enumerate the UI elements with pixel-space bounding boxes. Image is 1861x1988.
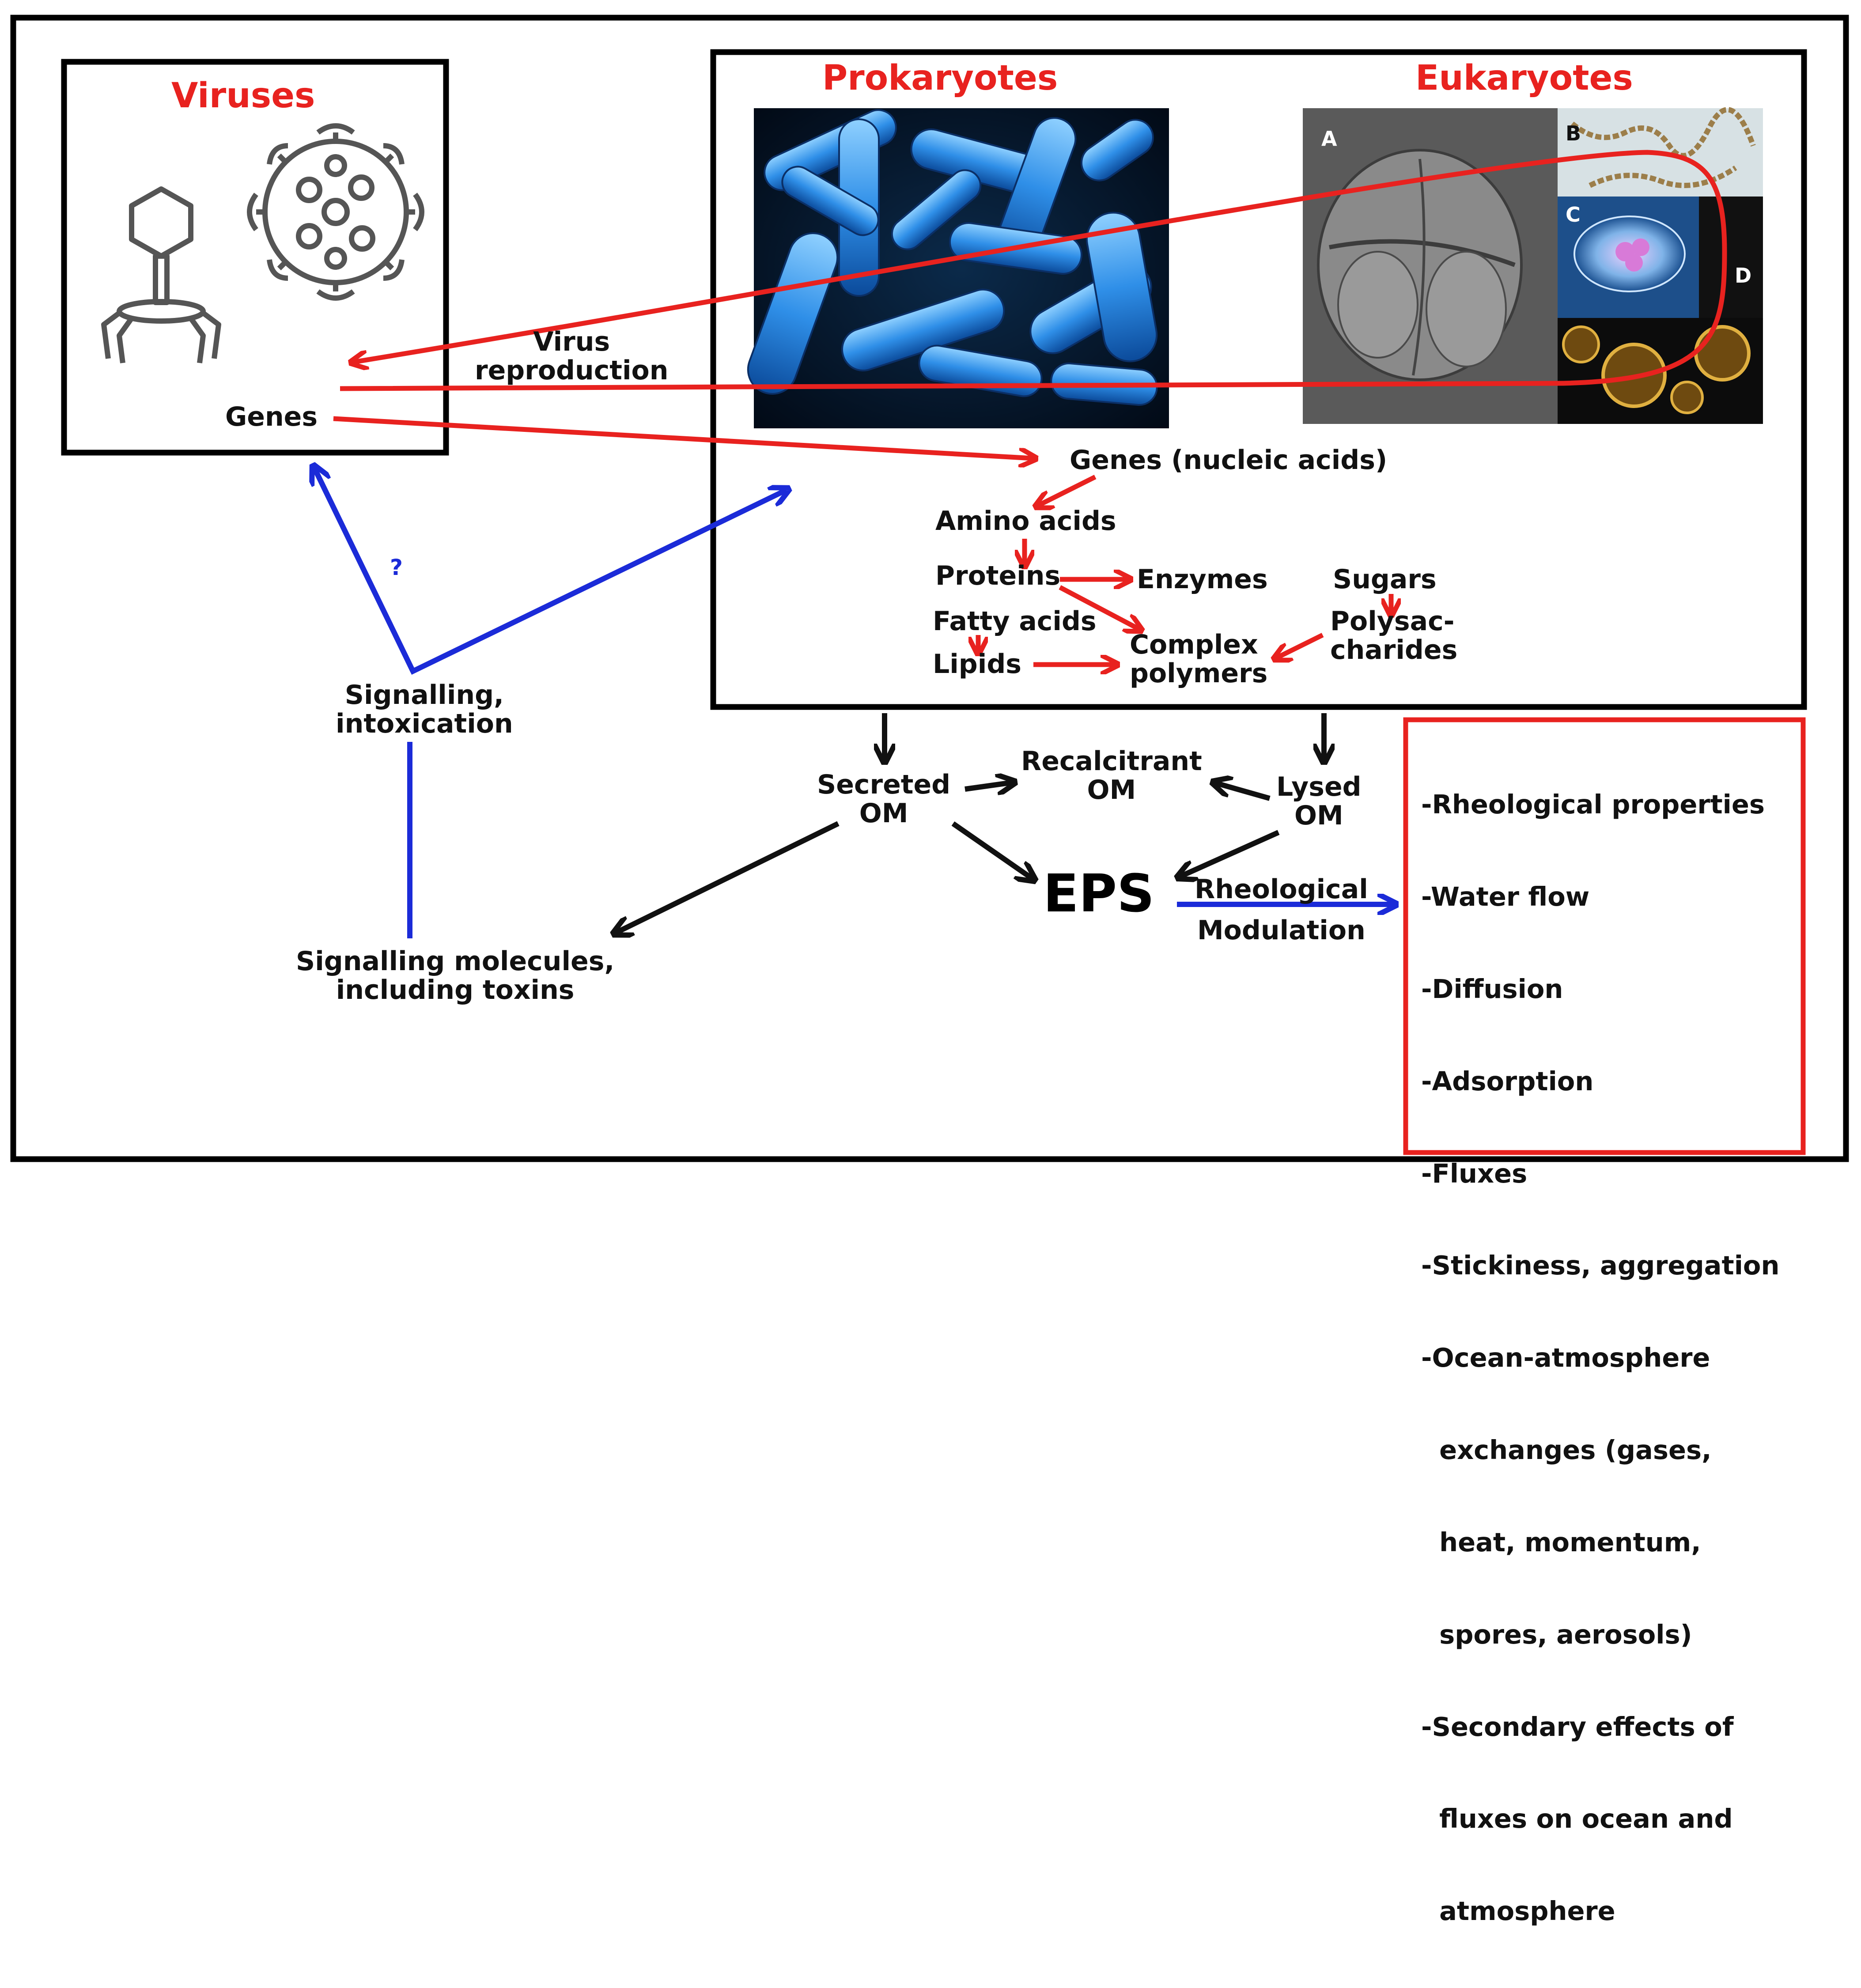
effects-item: fluxes on ocean and (1421, 1803, 1733, 1834)
pathway-complex-polymers: Complex polymers (1130, 629, 1268, 689)
pathway-fatty-acids: Fatty acids (933, 606, 1097, 637)
arrow-genes-to-amino (1038, 475, 1097, 506)
secreted-om-label: Secreted OM (817, 769, 951, 829)
pathway-sugars: Sugars (1333, 564, 1437, 595)
eukaryote-panel-d-label: D (1735, 264, 1752, 287)
eukaryote-panel-b-label: B (1566, 121, 1581, 145)
arrow-lysed-to-recalcitrant (1215, 783, 1271, 801)
eps-label: EPS (1043, 863, 1155, 924)
virus-reproduction-label: Virus reproduction (475, 326, 669, 386)
organisms-box (710, 49, 1807, 710)
eukaryotes-title: Eukaryotes (1415, 58, 1633, 98)
bacteriophage-icon (101, 186, 221, 363)
effects-item: spores, aerosols) (1421, 1619, 1692, 1650)
pathway-lipids: Lipids (933, 649, 1021, 680)
viruses-genes-label: Genes (225, 401, 318, 432)
effects-item: -Rheological properties (1421, 789, 1765, 820)
effects-item: -Diffusion (1421, 973, 1563, 1004)
effects-item: -Ocean-atmosphere (1421, 1342, 1710, 1373)
panel-d-plankton (1699, 197, 1763, 318)
eukaryote-panel-c-label: C (1566, 203, 1581, 227)
effects-item: exchanges (gases, (1421, 1435, 1712, 1466)
rheological-modulation-label: Rheological Modulation (1195, 874, 1368, 946)
bacteria-image (747, 108, 1169, 428)
arrow-secreted-to-eps (951, 821, 1033, 879)
arrow-lysed-to-eps (1180, 830, 1280, 877)
outer-frame (10, 15, 1849, 1162)
effects-item: -Water flow (1421, 881, 1590, 912)
arrow-secreted-to-recalcitrant (965, 782, 1012, 789)
arrow-genes-to-genes (333, 416, 1033, 458)
signalling-label: Signalling, intoxication (336, 680, 513, 739)
arrow-proteins-to-complex (1059, 585, 1139, 629)
lysed-om-label: Lysed OM (1276, 771, 1362, 831)
viruses-box (61, 59, 449, 456)
effects-item: -Fluxes (1421, 1158, 1528, 1189)
recalcitrant-om-label: Recalcitrant OM (1021, 746, 1202, 805)
effects-list: -Rheological properties -Water flow -Dif… (1421, 728, 1779, 1988)
effects-box (1403, 717, 1806, 1155)
arrow-secreted-to-signalling (616, 821, 840, 933)
effects-item: heat, momentum, (1421, 1527, 1701, 1557)
pathway-proteins: Proteins (935, 560, 1061, 591)
coronavirus-icon (247, 123, 424, 301)
pathway-genes: Genes (nucleic acids) (1070, 445, 1388, 476)
virus-reproduction-loop (340, 150, 1727, 391)
arrow-polysac-to-complex (1276, 633, 1324, 658)
effects-item: -Stickiness, aggregation (1421, 1250, 1780, 1281)
signalling-molecules-label: Signalling molecules, including toxins (296, 946, 615, 1005)
eukaryote-images (1303, 107, 1763, 424)
effects-item: -Secondary effects of (1421, 1711, 1734, 1742)
prokaryotes-title: Prokaryotes (822, 58, 1058, 98)
viruses-title: Viruses (171, 76, 315, 116)
diagram: Viruses Genes Virus reproduction Prokary… (10, 15, 1849, 1926)
pathway-polysaccharides: Polysac- charides (1330, 606, 1458, 665)
eukaryote-panel-a-label: A (1321, 127, 1337, 151)
effects-item: -Adsorption (1421, 1066, 1594, 1096)
signalling-question-mark: ? (390, 555, 403, 580)
diagram-graphics (10, 15, 1849, 1162)
pathway-enzymes: Enzymes (1137, 564, 1268, 595)
pathway-amino-acids: Amino acids (935, 506, 1116, 537)
effects-item: atmosphere (1421, 1896, 1615, 1927)
